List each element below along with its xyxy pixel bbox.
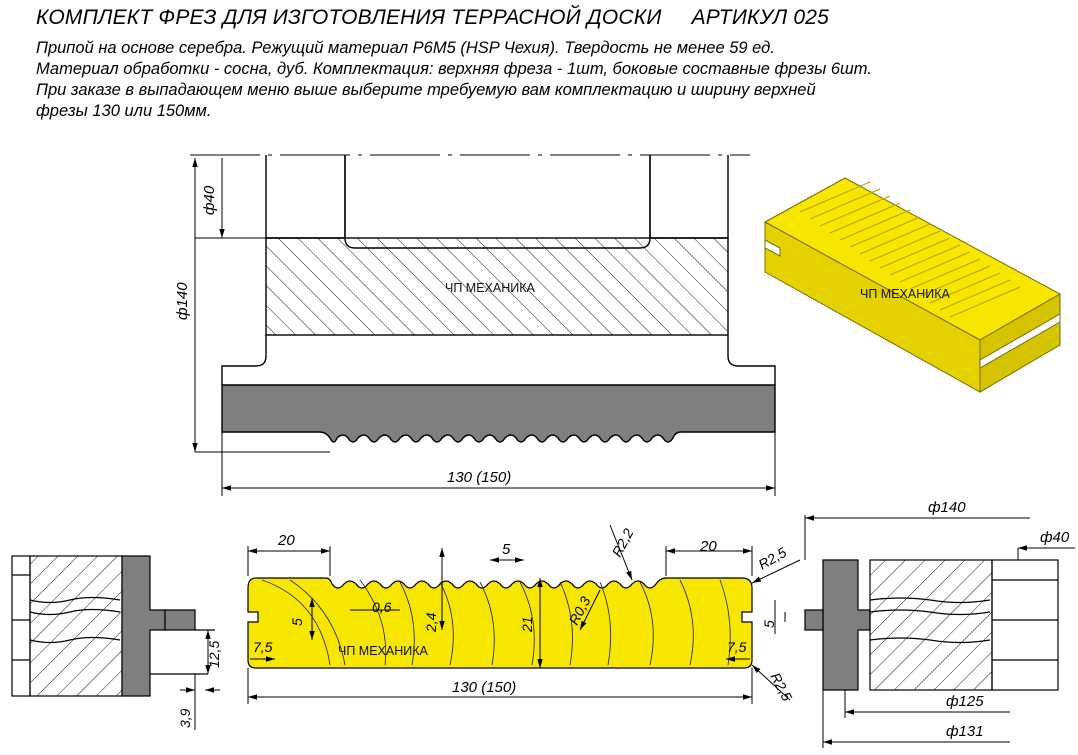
board-grooves [799,181,1021,318]
dim-5-top: 5 [502,541,511,558]
top-cutter-blade [221,384,776,443]
dim-2-4: 2,4 [423,612,439,633]
board-profile [247,524,801,704]
dim-0-6: 0,6 [372,599,392,615]
dim-21: 21 [519,616,535,633]
watermark-top: ЧП МЕХАНИКА [445,281,536,295]
right-side-cutter [804,515,1075,748]
description-line-4: фрезы 130 или 150мм. [36,102,212,120]
watermark-3d: ЧП МЕХАНИКА [860,287,951,301]
watermark-profile: ЧП МЕХАНИКА [338,644,429,658]
dim-7-5-left: 7,5 [253,639,273,655]
description: Припой на основе серебра. Режущий матери… [36,38,1066,122]
dim-width-top: 130 (150) [447,469,511,486]
board-3d [763,177,1062,393]
dim-bore-top: ф40 [201,185,218,215]
top-cutter-section [190,154,776,496]
dim-width-profile: 130 (150) [452,679,516,696]
dim-20-left: 20 [277,532,295,549]
board-profile-shape [247,577,753,669]
description-line-3: При заказе в выпадающем меню выше выбери… [36,81,816,99]
description-line-1: Припой на основе серебра. Режущий матери… [36,39,775,57]
hub-hatched-section [265,237,729,336]
title-text: КОМПЛЕКТ ФРЕЗ ДЛЯ ИЗГОТОВЛЕНИЯ ТЕРРАСНОЙ… [36,6,662,29]
dim-40-right: ф40 [1040,529,1070,546]
dim-3-9-left: 3,9 [177,708,193,728]
dim-outer-top: ф140 [174,282,191,320]
dim-5-left: 5 [289,618,305,626]
page-title: КОМПЛЕКТ ФРЕЗ ДЛЯ ИЗГОТОВЛЕНИЯ ТЕРРАСНОЙ… [36,6,1066,30]
dim-140-right: ф140 [928,499,966,516]
dim-r25-top: R2,5 [756,544,790,573]
article-number: АРТИКУЛ 025 [691,6,830,29]
dim-131-right: ф131 [946,723,984,740]
dim-20-right: 20 [699,538,717,555]
dim-r25-bottom: R2,5 [767,670,795,704]
header: КОМПЛЕКТ ФРЕЗ ДЛЯ ИЗГОТОВЛЕНИЯ ТЕРРАСНОЙ… [36,6,1066,122]
dim-7-5-right: 7,5 [727,639,747,655]
dim-5-right: 5 [761,620,777,628]
dim-125-right: ф125 [946,693,984,710]
left-side-cutter [11,555,220,730]
dim-12-5-left: 12,5 [206,641,222,668]
description-line-2: Материал обработки - сосна, дуб. Комплек… [36,60,872,78]
wood-grain [261,579,731,666]
